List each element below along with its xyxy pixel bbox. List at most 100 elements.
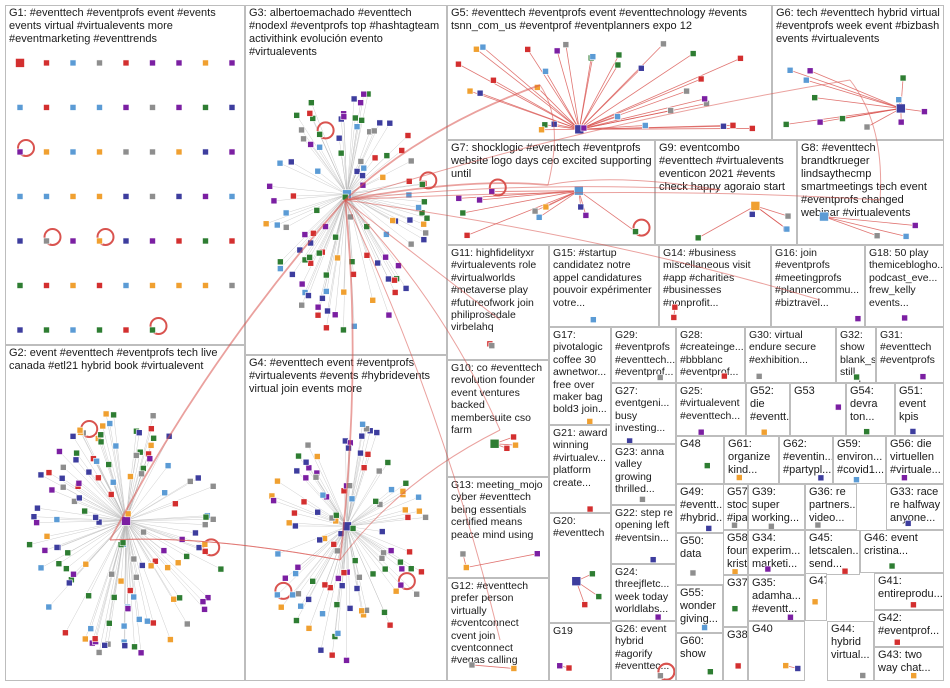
node[interactable] xyxy=(586,418,594,424)
node[interactable] xyxy=(314,508,321,516)
node[interactable] xyxy=(391,289,399,296)
node[interactable] xyxy=(415,204,422,211)
node[interactable] xyxy=(357,158,365,165)
node[interactable] xyxy=(363,223,371,230)
node[interactable] xyxy=(577,203,585,211)
node[interactable] xyxy=(176,594,183,602)
node[interactable] xyxy=(101,642,109,649)
node[interactable] xyxy=(909,428,917,435)
node[interactable] xyxy=(748,211,756,218)
node[interactable] xyxy=(34,504,41,512)
group-panel-g35[interactable]: G35: adamha... #eventt... xyxy=(748,575,805,621)
node[interactable] xyxy=(407,240,415,248)
node[interactable] xyxy=(406,548,413,556)
node[interactable] xyxy=(97,431,105,439)
node[interactable] xyxy=(385,311,393,319)
node[interactable] xyxy=(175,59,183,67)
node[interactable] xyxy=(720,122,727,130)
node[interactable] xyxy=(553,47,561,55)
node[interactable] xyxy=(705,525,713,532)
node[interactable] xyxy=(202,237,209,245)
node[interactable] xyxy=(96,282,103,289)
group-panel-g37[interactable]: G37 xyxy=(723,575,748,627)
node[interactable] xyxy=(359,172,366,179)
node[interactable] xyxy=(307,259,314,267)
node[interactable] xyxy=(297,602,304,610)
node[interactable] xyxy=(888,562,896,570)
node[interactable] xyxy=(307,141,314,148)
node[interactable] xyxy=(201,606,208,613)
node[interactable] xyxy=(294,563,302,571)
node[interactable] xyxy=(45,603,53,611)
node[interactable] xyxy=(228,282,236,289)
node[interactable] xyxy=(383,152,391,159)
node[interactable] xyxy=(149,59,156,67)
node[interactable] xyxy=(276,159,284,167)
node[interactable] xyxy=(811,94,818,101)
node[interactable] xyxy=(149,104,156,111)
group-panel-g25[interactable]: G25: #virtualevent #eventtech... xyxy=(676,383,746,436)
node[interactable] xyxy=(782,662,790,669)
node[interactable] xyxy=(371,154,379,162)
node[interactable] xyxy=(277,603,285,611)
node[interactable] xyxy=(285,519,293,527)
node[interactable] xyxy=(421,198,428,206)
node[interactable] xyxy=(270,497,277,504)
node[interactable] xyxy=(69,326,77,334)
node[interactable] xyxy=(863,123,871,131)
node[interactable] xyxy=(306,110,314,117)
node[interactable] xyxy=(707,668,714,676)
node[interactable] xyxy=(93,457,100,465)
node[interactable] xyxy=(292,570,299,577)
group-panel-g27[interactable]: G27: eventgeni... busy investing... xyxy=(611,383,676,444)
node[interactable] xyxy=(895,96,903,104)
node[interactable] xyxy=(859,672,867,679)
node[interactable] xyxy=(204,594,212,601)
node[interactable] xyxy=(45,469,53,476)
node[interactable] xyxy=(300,498,308,506)
node[interactable] xyxy=(580,124,588,132)
node[interactable] xyxy=(340,569,348,576)
node[interactable] xyxy=(202,59,209,67)
node[interactable] xyxy=(175,104,183,111)
node[interactable] xyxy=(512,441,519,449)
group-panel-g62[interactable]: G62: #eventin... #partypl... xyxy=(779,436,833,484)
node[interactable] xyxy=(353,168,361,175)
node[interactable] xyxy=(503,445,511,452)
node[interactable] xyxy=(137,649,145,657)
node[interactable] xyxy=(352,114,359,122)
node[interactable] xyxy=(589,570,596,578)
node[interactable] xyxy=(397,581,405,589)
group-panel-g6[interactable]: G6: tech #eventtech hybrid virtual #even… xyxy=(772,5,944,140)
node[interactable] xyxy=(273,221,281,229)
node[interactable] xyxy=(455,195,463,202)
node[interactable] xyxy=(138,470,145,478)
node[interactable] xyxy=(30,513,38,520)
node[interactable] xyxy=(194,474,202,482)
node[interactable] xyxy=(305,625,313,632)
node[interactable] xyxy=(148,425,155,432)
node[interactable] xyxy=(167,636,174,643)
group-panel-g19[interactable]: G19 xyxy=(549,623,611,681)
node[interactable] xyxy=(689,569,697,577)
group-panel-g38[interactable]: G38 xyxy=(723,627,748,681)
node[interactable] xyxy=(122,193,130,200)
node[interactable] xyxy=(319,491,327,499)
node[interactable] xyxy=(510,433,517,441)
group-panel-g43[interactable]: G43: two way chat... xyxy=(874,647,944,681)
node[interactable] xyxy=(95,518,103,526)
node[interactable] xyxy=(784,212,792,220)
node[interactable] xyxy=(590,316,597,323)
node[interactable] xyxy=(287,158,295,166)
node[interactable] xyxy=(277,265,284,272)
node[interactable] xyxy=(814,521,822,529)
node[interactable] xyxy=(209,482,217,490)
node[interactable] xyxy=(921,108,928,115)
group-panel-g52[interactable]: G52: die #eventt... xyxy=(746,383,790,436)
node[interactable] xyxy=(463,232,471,239)
node[interactable] xyxy=(295,590,302,598)
node[interactable] xyxy=(160,547,168,554)
node[interactable] xyxy=(463,564,470,571)
node[interactable] xyxy=(144,617,151,625)
node[interactable] xyxy=(192,529,199,537)
